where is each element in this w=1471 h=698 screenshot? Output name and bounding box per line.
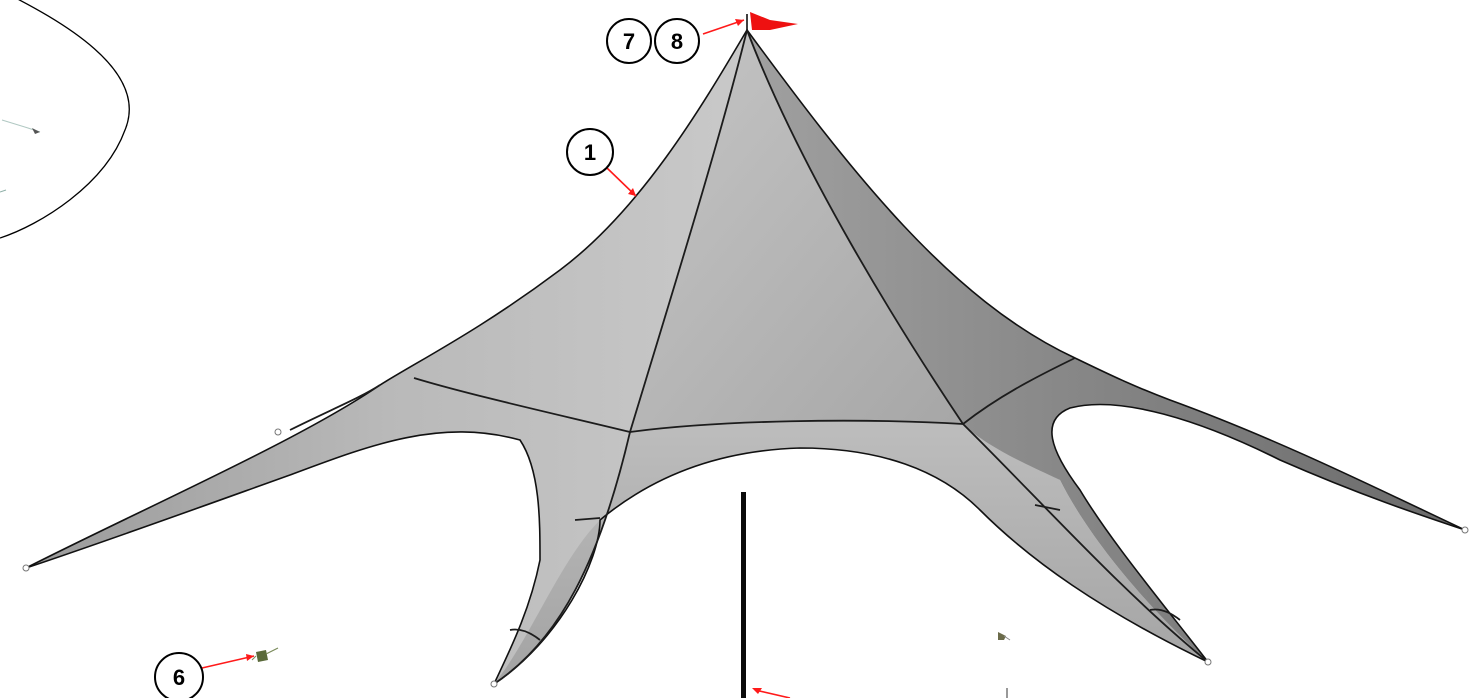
tent-seams — [25, 29, 1466, 685]
anchor-ring-front-right — [1204, 658, 1212, 666]
pole-leader — [754, 689, 791, 698]
callout-1-label: 1 — [584, 140, 596, 165]
anchor-ring-back-left — [274, 428, 282, 436]
callout-leaders — [201, 19, 745, 669]
anchor-fitting-icon — [251, 647, 279, 662]
membrane-center-panel — [630, 30, 963, 432]
anchor-ring-right — [1461, 526, 1469, 534]
callout-6-label: 6 — [173, 665, 185, 690]
membrane-right-panel — [747, 30, 1465, 662]
anchor-ring-left — [22, 564, 30, 572]
membrane-left-panel — [26, 30, 747, 684]
detail-ellipse — [0, 0, 130, 239]
callout-8-label: 8 — [671, 29, 683, 54]
anchor-rings — [22, 428, 1469, 688]
callout-7: 7 — [606, 18, 652, 64]
flag-icon — [746, 12, 798, 30]
pole-leader-arrow — [752, 688, 762, 694]
callout-1: 1 — [566, 128, 614, 176]
callout-7-label: 7 — [623, 29, 635, 54]
anchor-ring-front-left — [490, 680, 498, 688]
hardware-marks — [998, 632, 1011, 698]
center-pole — [741, 492, 746, 698]
tent-membrane — [26, 30, 1465, 684]
callout-6: 6 — [154, 652, 204, 698]
callout-8: 8 — [654, 18, 700, 64]
membrane-front-skirt — [494, 421, 1208, 684]
